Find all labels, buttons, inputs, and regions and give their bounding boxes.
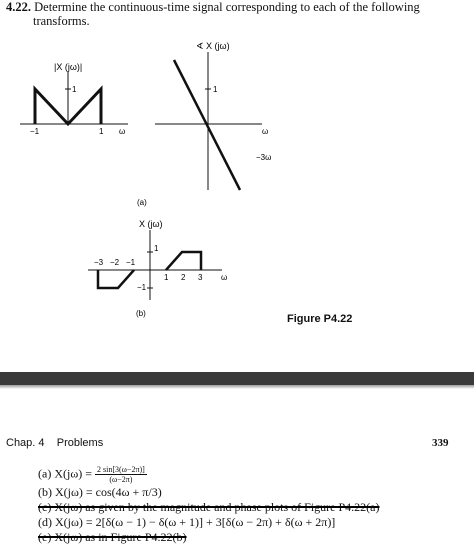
- page-number: 339: [432, 437, 449, 449]
- answer-a: (a) X(jω) = 2 sin[3(ω−2π)] (ω−2π): [38, 465, 147, 484]
- phase-y-tick-label: 1: [213, 85, 218, 94]
- magnitude-label: |X (jω)|: [54, 62, 82, 72]
- magnitude-plot: [20, 72, 128, 127]
- b-x-tick-neg3: −3: [94, 258, 104, 267]
- page-divider-shadow: [0, 385, 474, 389]
- figure-label: Figure P4.22: [287, 313, 353, 325]
- problem-text-line2: transforms.: [33, 14, 90, 28]
- b-y-label: X (jω): [139, 219, 163, 229]
- b-y-tick-neg-label: −1: [137, 283, 147, 292]
- answer-a-denominator: (ω−2π): [109, 475, 133, 484]
- answer-a-numerator: 2 sin[3(ω−2π)]: [95, 465, 147, 475]
- b-x-tick-2: 2: [181, 273, 186, 282]
- b-x-tick-3: 3: [198, 273, 203, 282]
- caption-a: (a): [137, 198, 147, 207]
- chapter-label: Chap. 4 Problems: [6, 437, 104, 449]
- answer-e-struck: (e) X(jω) as in Figure P4.22(b): [38, 530, 187, 544]
- mag-x-tick-pos1: 1: [99, 127, 104, 136]
- problem-heading: 4.22. Determine the continuous-time sign…: [6, 0, 468, 28]
- phase-line: [172, 59, 242, 191]
- plot-b: [88, 230, 222, 300]
- phase-x-axis-label: ω: [262, 127, 268, 136]
- phase-plot: [155, 52, 262, 191]
- caption-b: (b): [136, 309, 146, 318]
- answer-a-lhs: X(jω) =: [54, 466, 92, 481]
- answer-a-fraction: 2 sin[3(ω−2π)] (ω−2π): [95, 465, 147, 484]
- phase-label: ∢ X (jω): [196, 41, 230, 51]
- problem-number: 4.22.: [6, 0, 31, 14]
- b-y-tick-pos-label: 1: [154, 244, 159, 253]
- b-curve-positive: [165, 250, 203, 271]
- mag-x-tick-neg1: −1: [30, 127, 40, 136]
- mag-x-axis-label: ω: [119, 127, 125, 136]
- mag-curve: [33, 85, 103, 127]
- b-x-tick-1: 1: [164, 273, 169, 282]
- answer-c-struck: (c) X(jω) as given by the magnitude and …: [38, 500, 380, 514]
- b-x-tick-neg2: −2: [110, 258, 120, 267]
- page-divider-band: [0, 372, 474, 385]
- answer-b: (b) X(jω) = cos(4ω + π/3): [38, 485, 162, 499]
- answer-d: (d) X(jω) = 2[δ(ω − 1) − δ(ω + 1)] + 3[δ…: [38, 515, 336, 529]
- mag-y-tick-label: 1: [72, 85, 77, 94]
- b-x-axis-label: ω: [221, 273, 227, 282]
- b-curve-negative: [96, 269, 135, 290]
- problem-text-line1: Determine the continuous-time signal cor…: [34, 0, 420, 14]
- figure-p4-22: |X (jω)| 1 −1 1 ω ∢ X (jω) 1 ω −3ω (a) X…: [20, 41, 271, 318]
- b-x-tick-neg1: −1: [126, 258, 136, 267]
- answer-a-label: (a): [38, 466, 52, 481]
- phase-slope-label: −3ω: [256, 153, 271, 162]
